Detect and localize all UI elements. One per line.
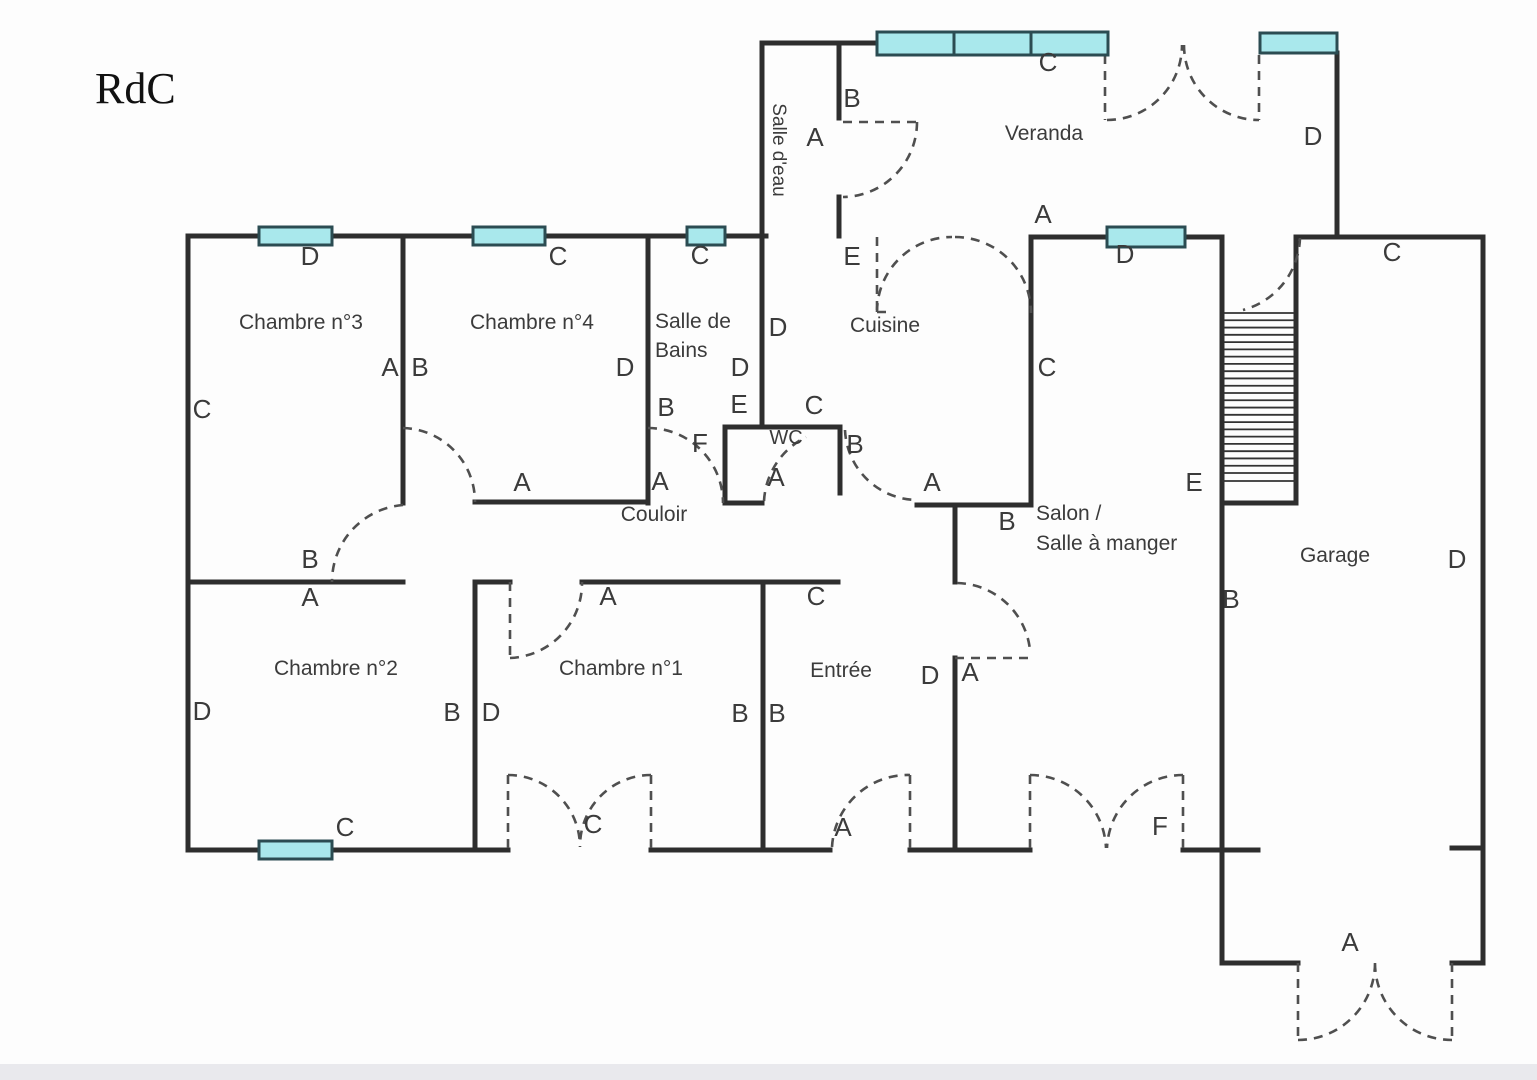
room-label: Salle d'eau (768, 103, 789, 196)
wall-letter-D: D (769, 312, 788, 342)
wall-letter-A: A (806, 122, 824, 152)
wall-letter-C: C (807, 581, 826, 611)
wall-letter-C: C (584, 809, 603, 839)
wall-letter-A: A (1341, 927, 1359, 957)
windows (257, 30, 1339, 861)
wall-letter-A: A (599, 581, 617, 611)
room-label: Chambre n°1 (559, 657, 683, 680)
wall-letter-D: D (1116, 239, 1135, 269)
wall-letter-D: D (616, 352, 635, 382)
wall-letter-A: A (1034, 199, 1052, 229)
room-label: Garage (1300, 544, 1370, 567)
wall-letter-D: D (1448, 544, 1467, 574)
room-label: WC (769, 427, 802, 449)
wall-letter-D: D (301, 241, 320, 271)
wall-letter-D: D (482, 697, 501, 727)
walls (185, 40, 1486, 966)
wall-letter-D: D (731, 352, 750, 382)
wall-letter-B: B (846, 429, 863, 459)
window (257, 839, 334, 861)
wall-letter-B: B (657, 392, 674, 422)
wall-letter-C: C (1038, 352, 1057, 382)
wall-letter-C: C (1039, 47, 1058, 77)
plan-title: RdC (95, 64, 176, 113)
wall-letter-F: F (1152, 811, 1168, 841)
wall-letter-D: D (1304, 121, 1323, 151)
wall-letter-A: A (834, 812, 852, 842)
wall-letter-C: C (1383, 237, 1402, 267)
wall-letter-B: B (1222, 584, 1239, 614)
wall-letter-A: A (767, 462, 785, 492)
wall-letter-A: A (961, 657, 979, 687)
wall-letter-E: E (1185, 467, 1202, 497)
stairs-hatching (1222, 312, 1296, 482)
window (1258, 31, 1339, 55)
room-label: Chambre n°4 (470, 311, 594, 334)
wall-letter-B: B (301, 544, 318, 574)
window (1029, 30, 1110, 57)
window (952, 30, 1033, 57)
room-label: Salle à manger (1036, 532, 1177, 555)
wall-letter-B: B (768, 698, 785, 728)
room-label: Salon / (1036, 502, 1102, 525)
wall-letter-B: B (443, 697, 460, 727)
wall-letter-C: C (336, 812, 355, 842)
wall-letter-A: A (923, 467, 941, 497)
wall-letter-B: B (998, 506, 1015, 536)
wall-letter-C: C (805, 390, 824, 420)
room-label: Couloir (621, 503, 688, 526)
wall-letter-D: D (193, 696, 212, 726)
window (257, 225, 334, 247)
room-label: Chambre n°3 (239, 311, 363, 334)
room-label: Cuisine (850, 314, 920, 337)
door-swing-arcs (330, 44, 1453, 1042)
window (875, 30, 956, 57)
wall-letter-D: D (921, 660, 940, 690)
wall-letter-B: B (731, 698, 748, 728)
room-label: Veranda (1005, 122, 1084, 145)
room-label: Bains (655, 339, 708, 362)
wall-letter-C: C (549, 241, 568, 271)
wall-letter-C: C (193, 394, 212, 424)
room-label: Chambre n°2 (274, 657, 398, 680)
wall-letter-B: B (411, 352, 428, 382)
window (471, 225, 547, 247)
wall-letter-C: C (691, 240, 710, 270)
scan-bottom-band (0, 1064, 1537, 1080)
wall-letter-A: A (301, 582, 319, 612)
wall-letter-E: E (843, 241, 860, 271)
wall-letter-B: B (843, 83, 860, 113)
wall-letter-A: A (381, 352, 399, 382)
wall-letter-E: E (730, 389, 747, 419)
window (1105, 225, 1187, 249)
wall-letter-A: A (651, 466, 669, 496)
door-leaf-lines (506, 55, 1454, 1040)
room-label: Entrée (810, 659, 872, 682)
window (685, 225, 727, 247)
wall-letter-F: F (692, 428, 708, 458)
room-label: Salle de (655, 310, 731, 333)
wall-letter-A: A (513, 467, 531, 497)
